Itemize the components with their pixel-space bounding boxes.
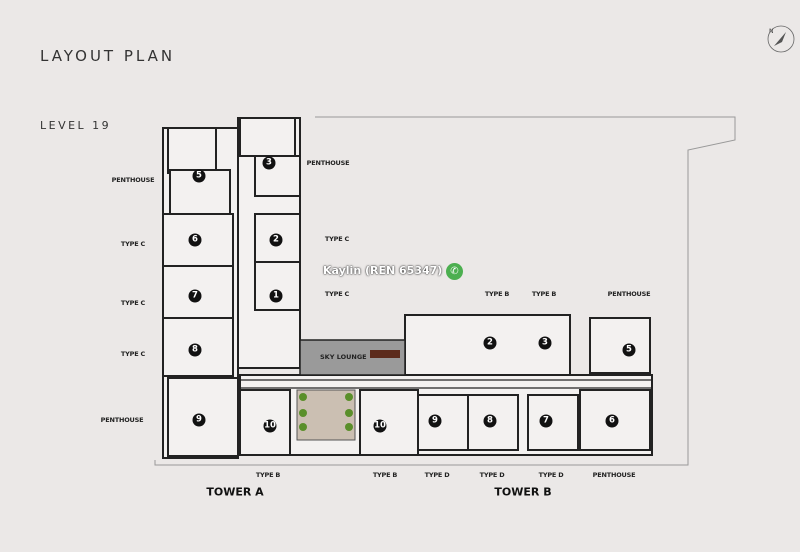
unit-label: PENTHOUSE xyxy=(306,159,350,167)
site-boundary xyxy=(154,116,736,466)
page-title: LAYOUT PLAN xyxy=(40,47,176,65)
corridor xyxy=(240,379,652,389)
unit-marker[interactable]: 8 xyxy=(188,343,202,357)
unit-marker[interactable]: 9 xyxy=(192,413,206,427)
unit-label: PENTHOUSE xyxy=(100,416,144,424)
north-arrow-icon: N xyxy=(766,24,796,54)
unit-label: TYPE B xyxy=(484,290,510,298)
tower-a-label: TOWER A xyxy=(206,485,264,499)
svg-text:N: N xyxy=(769,28,774,35)
unit-label: TYPE B xyxy=(531,290,557,298)
unit-label: TYPE C xyxy=(120,299,146,307)
unit-marker[interactable]: 5 xyxy=(622,343,636,357)
unit-marker[interactable]: 5 xyxy=(192,169,206,183)
unit-label: PENTHOUSE xyxy=(111,176,155,184)
agent-contact[interactable]: Kaylin (REN 65347) xyxy=(323,264,443,277)
unit-marker[interactable]: 3 xyxy=(262,156,276,170)
unit-marker[interactable]: 2 xyxy=(269,233,283,247)
unit-label: TYPE D xyxy=(479,471,505,479)
unit-label: TYPE B xyxy=(255,471,281,479)
unit-label: TYPE C xyxy=(324,235,350,243)
unit-marker[interactable]: 6 xyxy=(188,233,202,247)
unit-label: TYPE C xyxy=(120,240,146,248)
unit-marker[interactable]: 10 xyxy=(373,419,387,433)
unit-label: TYPE D xyxy=(538,471,564,479)
unit-marker[interactable]: 2 xyxy=(483,336,497,350)
sky-lounge-label: SKY LOUNGE xyxy=(320,353,367,361)
unit-label: PENTHOUSE xyxy=(592,471,636,479)
unit-marker[interactable]: 10 xyxy=(263,419,277,433)
unit-marker[interactable]: 7 xyxy=(188,289,202,303)
unit-marker[interactable]: 1 xyxy=(269,289,283,303)
unit-label: PENTHOUSE xyxy=(607,290,651,298)
unit-marker[interactable]: 9 xyxy=(428,414,442,428)
unit-label: TYPE C xyxy=(120,350,146,358)
unit-marker[interactable]: 7 xyxy=(539,414,553,428)
unit-label: TYPE D xyxy=(424,471,450,479)
unit-marker[interactable]: 3 xyxy=(538,336,552,350)
unit-marker[interactable]: 8 xyxy=(483,414,497,428)
unit-marker[interactable]: 6 xyxy=(605,414,619,428)
whatsapp-icon[interactable]: ✆ xyxy=(446,263,463,280)
plant-icons xyxy=(299,393,353,431)
unit-label: TYPE C xyxy=(324,290,350,298)
unit-label: TYPE B xyxy=(372,471,398,479)
level-label: LEVEL 19 xyxy=(40,119,112,132)
tower-b-label: TOWER B xyxy=(494,485,552,499)
